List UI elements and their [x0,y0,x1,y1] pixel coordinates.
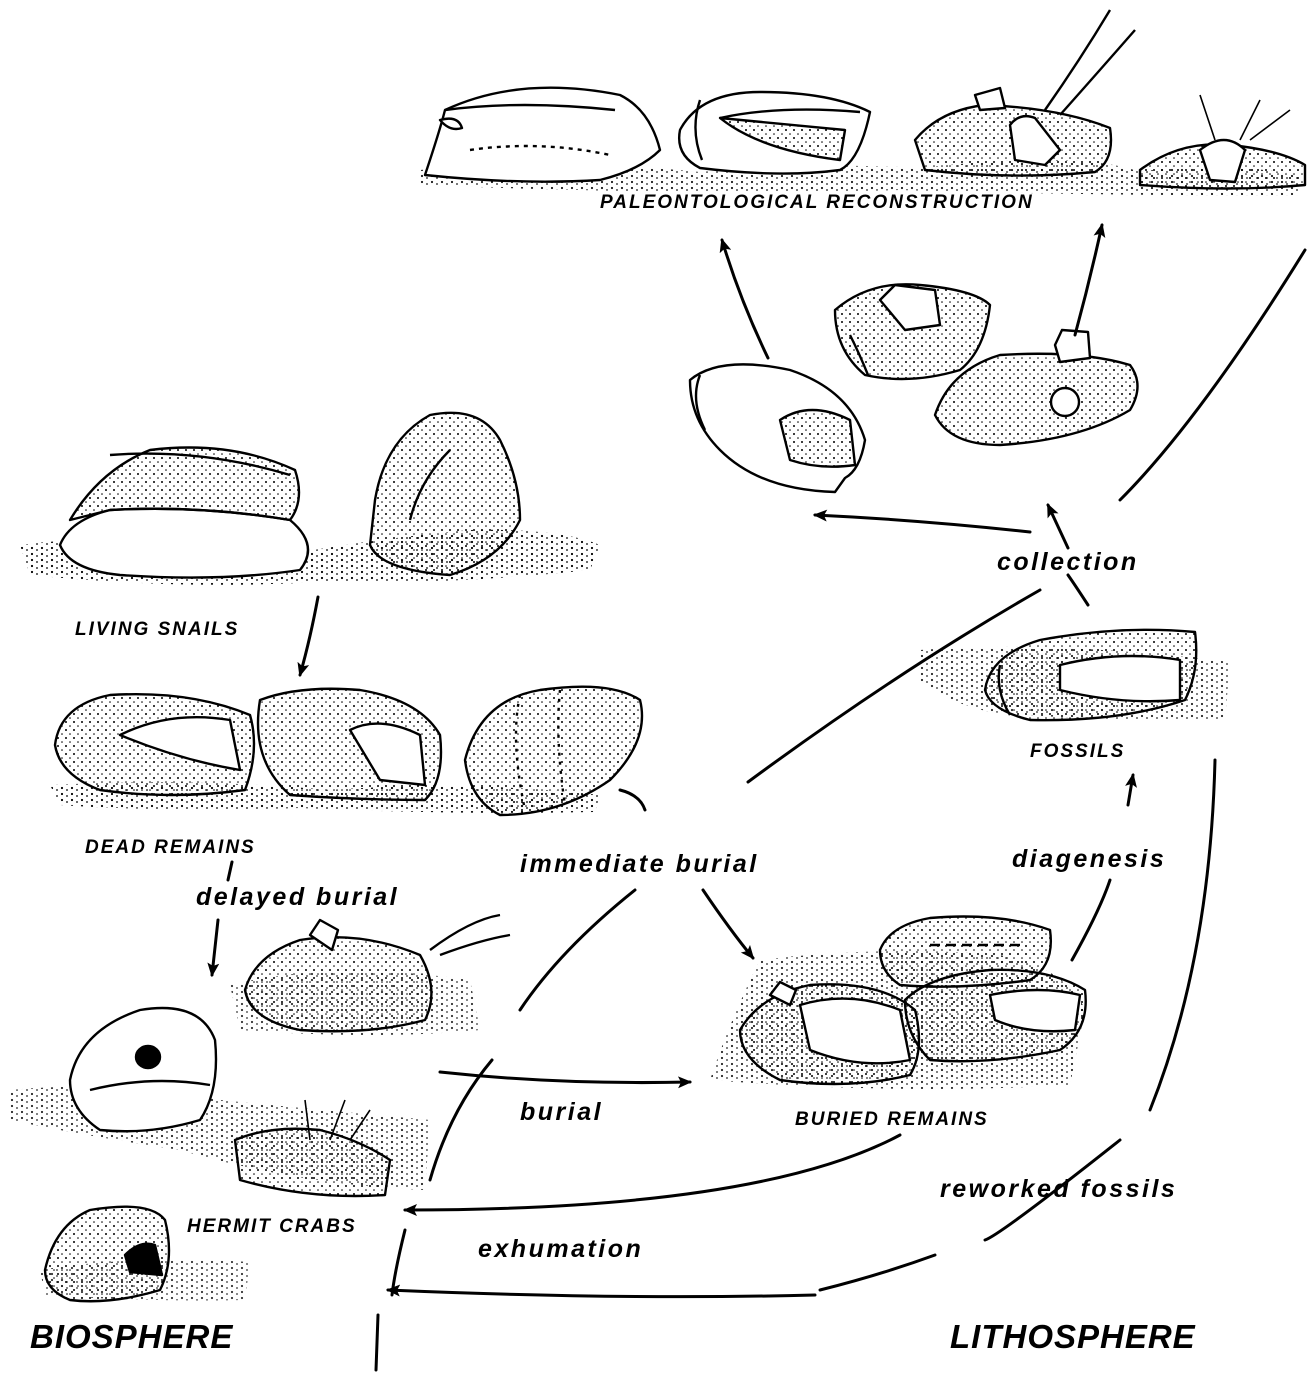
dead-remains-label: DEAD REMAINS [85,838,256,857]
collected-shells [690,284,1138,492]
living-snails-label: LIVING SNAILS [75,620,239,639]
buried-remains-label: BURIED REMAINS [795,1110,989,1129]
lithosphere-label: LITHOSPHERE [950,1320,1196,1353]
biosphere-label: BIOSPHERE [30,1320,233,1353]
collection-label: collection [997,550,1139,575]
reworked-fossils-label: reworked fossils [940,1177,1177,1202]
reconstruction-shells [425,10,1305,189]
fossil-shell [985,630,1196,720]
paleontological-reconstruction-label: PALEONTOLOGICAL RECONSTRUCTION [600,193,1034,212]
burial-label: burial [520,1100,603,1125]
diagenesis-label: diagenesis [1012,847,1166,872]
exhumation-label: exhumation [478,1237,643,1262]
hermit-crabs-label: HERMIT CRABS [187,1217,357,1236]
immediate-burial-label: immediate burial [520,852,759,877]
living-snails [60,413,520,578]
fossils-label: FOSSILS [1030,742,1125,761]
delayed-burial-label: delayed burial [196,885,399,910]
